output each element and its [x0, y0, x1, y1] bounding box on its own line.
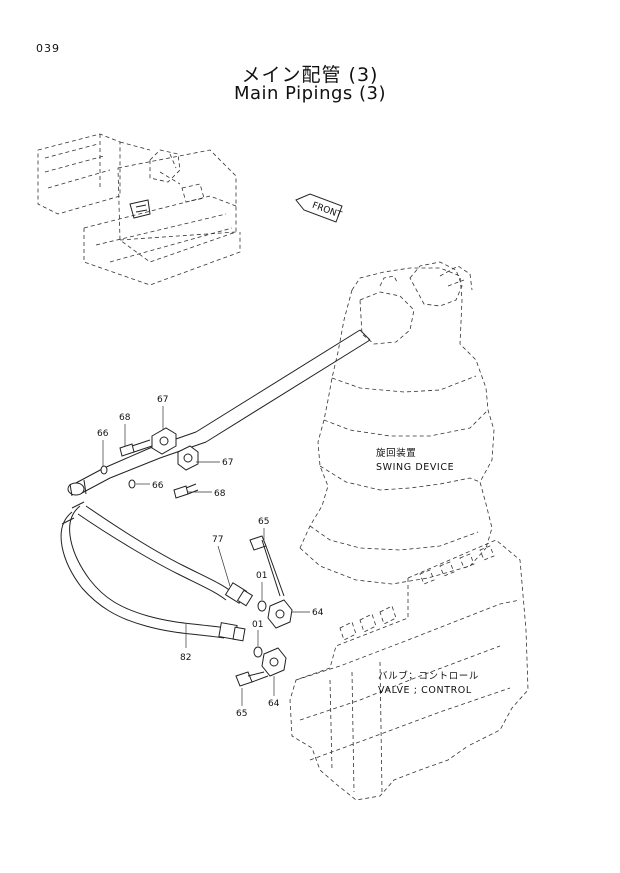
page-title-english: Main Pipings (3) — [233, 83, 386, 104]
o-rings-66 — [100, 465, 136, 489]
page-title-japanese: メイン配管 (3) — [241, 64, 379, 86]
upper-flange-67 — [151, 427, 199, 471]
part-label-65-upper: 65 — [258, 517, 269, 527]
hose-77 — [77, 505, 254, 607]
page-number: 039 — [36, 42, 60, 55]
part-label-64-upper: 64 — [312, 608, 324, 618]
machine-overview-illustration — [37, 133, 241, 286]
part-number-labels: 67 68 66 67 66 68 65 77 01 64 01 82 64 6… — [97, 395, 324, 719]
control-valve-label-jp: バルブ；コントロール — [378, 670, 479, 682]
part-label-64-lower: 64 — [268, 699, 280, 709]
part-label-65-lower: 65 — [236, 709, 247, 719]
part-label-66-upper: 66 — [97, 429, 109, 439]
front-direction-arrow: FRONT — [295, 193, 344, 223]
swing-device-illustration — [299, 261, 495, 585]
swing-device-label-jp: 旋回装置 — [376, 447, 416, 459]
swing-device-label-en: SWING DEVICE — [376, 462, 454, 473]
bolts-68 — [119, 439, 199, 499]
part-label-67-lower: 67 — [222, 458, 233, 468]
bolts-65 — [235, 535, 285, 687]
long-pipe — [67, 329, 371, 497]
part-label-67-upper: 67 — [157, 395, 168, 405]
hose-82 — [60, 501, 246, 642]
leader-lines — [102, 406, 310, 706]
part-label-82: 82 — [180, 653, 191, 663]
part-label-68-upper: 68 — [119, 413, 131, 423]
front-label: FRONT — [311, 201, 344, 221]
o-rings-01 — [253, 600, 267, 658]
part-label-66-lower: 66 — [152, 481, 164, 491]
control-valve-illustration — [289, 539, 529, 801]
lower-flanges-64 — [261, 599, 293, 677]
part-label-77: 77 — [212, 535, 223, 545]
part-label-01-lower: 01 — [252, 620, 263, 630]
part-label-68-lower: 68 — [214, 489, 226, 499]
part-label-01-upper: 01 — [256, 571, 267, 581]
control-valve-label-en: VALVE ; CONTROL — [378, 685, 472, 696]
